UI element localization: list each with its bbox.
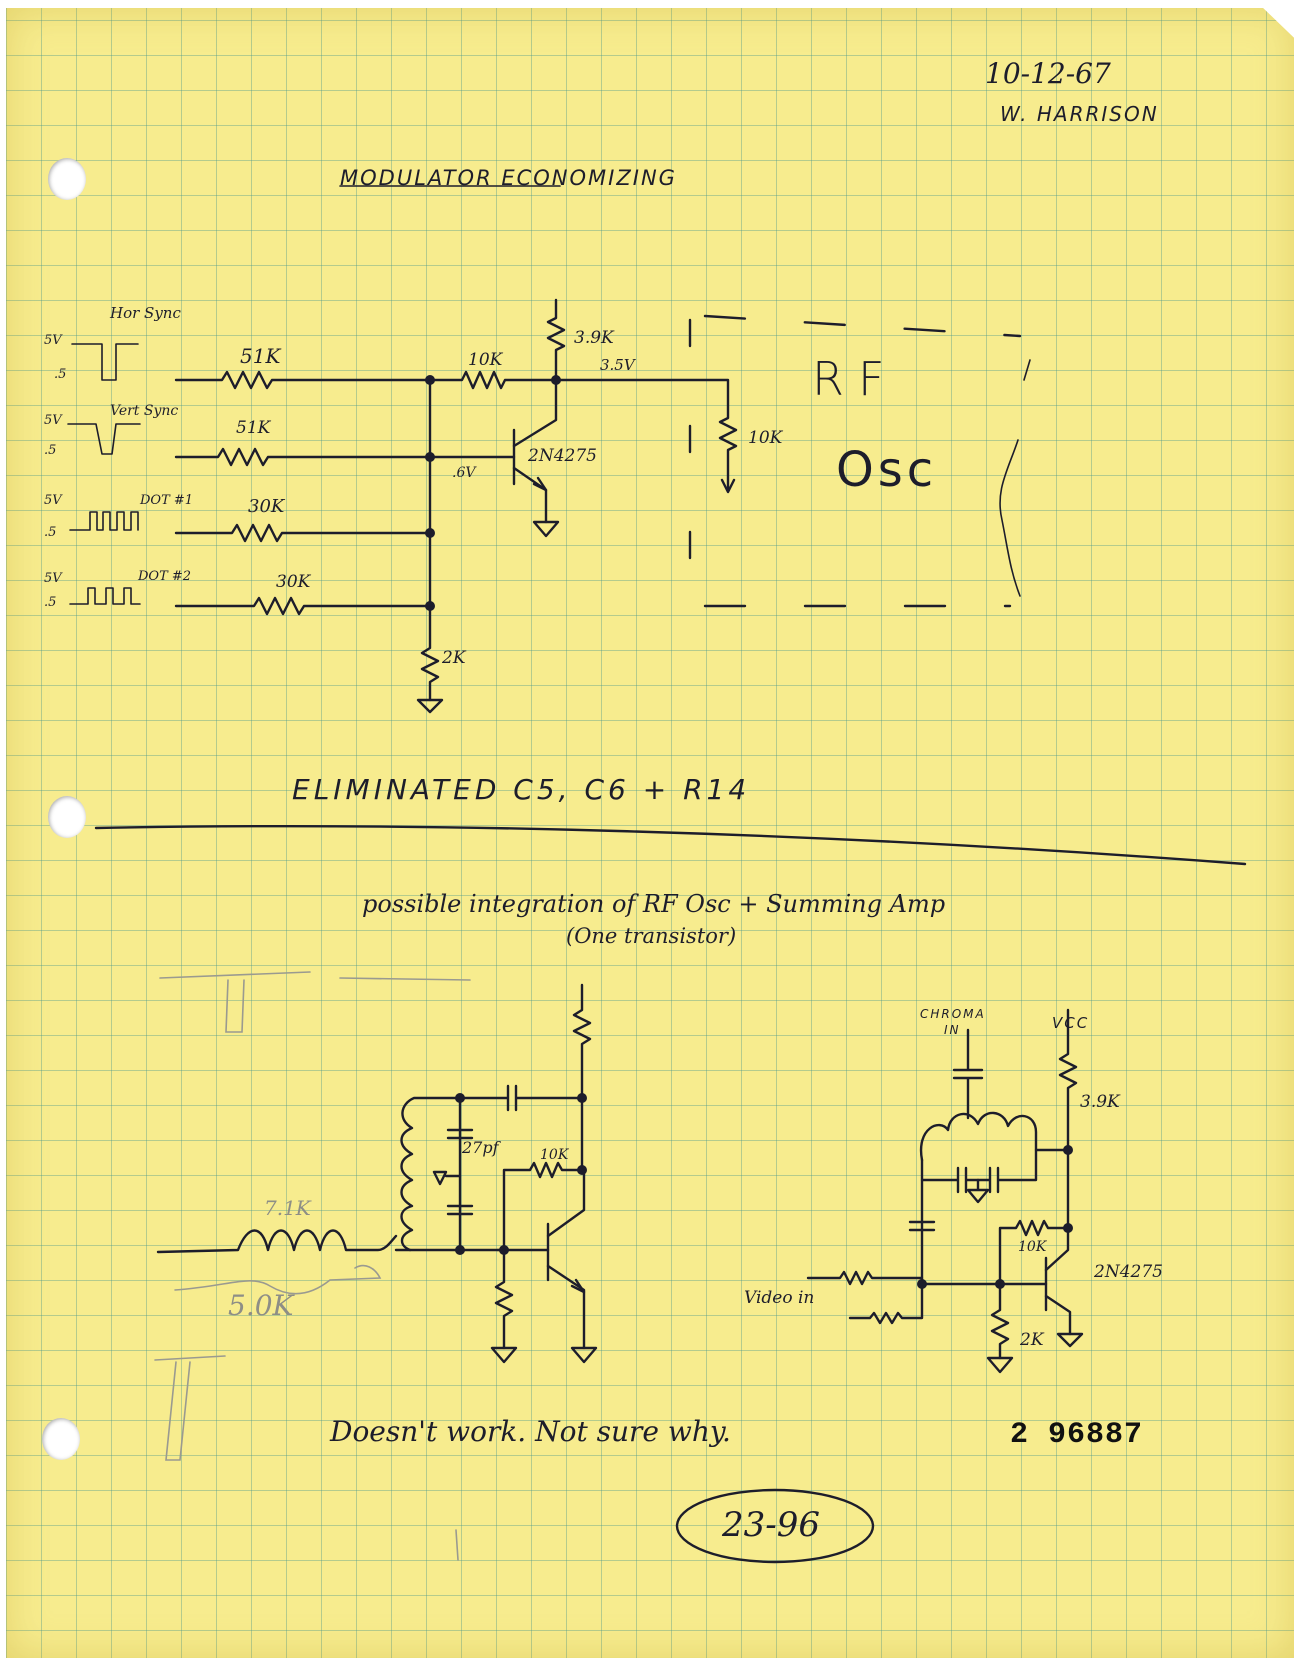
- load-resistor-value: 10K: [748, 428, 783, 448]
- circuit1-input-waveforms: [67, 343, 141, 605]
- dot1-low: .5: [44, 525, 57, 540]
- rf-osc-block: [688, 314, 1031, 612]
- video-in-label: Video in: [744, 1288, 815, 1308]
- circuit2-pencil-sketch: [154, 971, 471, 1561]
- dot1-high: 5V: [44, 493, 62, 508]
- page-title: MODULATOR ECONOMIZING: [340, 166, 677, 190]
- osc-label: Osc: [836, 442, 938, 498]
- dot2-label: DOT #2: [138, 569, 192, 584]
- circuit1-base-resistor: [428, 370, 558, 459]
- base-resistor-value: 10K: [468, 350, 503, 370]
- collector-resistor-value: 3.9K: [574, 328, 614, 348]
- circuit2-schematic: [156, 983, 598, 1364]
- r2-value: 51K: [236, 418, 271, 438]
- circuit1-collector: [546, 298, 738, 494]
- hor-sync-low: .5: [54, 367, 67, 382]
- chroma-in-label-line1: CHROMA: [920, 1007, 986, 1021]
- circuit2-resistor-label: 10K: [540, 1147, 569, 1163]
- circuit1-input-resistors: [174, 370, 432, 616]
- pulldown-resistor-value: 2K: [442, 648, 466, 668]
- circuit1-transistor: [512, 378, 560, 538]
- r1-value: 51K: [240, 344, 281, 368]
- doesnt-work-note: Doesn't work. Not sure why.: [330, 1415, 731, 1448]
- page-number-oval: [675, 1488, 875, 1564]
- date-label: 10-12-67: [985, 57, 1111, 90]
- vert-sync-high: 5V: [44, 413, 62, 428]
- author-label: W. HARRISON: [1000, 102, 1159, 126]
- binder-hole-middle: [48, 796, 86, 838]
- circuit3-feedback-resistor: 10K: [1018, 1239, 1047, 1255]
- circuit1-summing-bus: [416, 375, 444, 714]
- transistor1-label: 2N4275: [528, 446, 597, 466]
- integration-note: possible integration of RF Osc + Summing…: [362, 890, 946, 918]
- collector-voltage: 3.5V: [600, 356, 635, 374]
- circuit3-emitter-resistor: 2K: [1020, 1330, 1044, 1350]
- binder-hole-top: [48, 158, 86, 200]
- page-number: 23-96: [722, 1505, 821, 1545]
- eliminated-note: ELIMINATED C5, C6 + R14: [292, 773, 751, 806]
- binder-hole-bottom: [42, 1418, 80, 1460]
- r3-value: 30K: [248, 496, 285, 517]
- dot1-label: DOT #1: [140, 493, 194, 508]
- vert-sync-label: Vert Sync: [110, 403, 179, 419]
- chroma-in-label-line2: IN: [944, 1023, 961, 1037]
- serial-stamp: 2 96887: [1010, 1418, 1144, 1452]
- vcc-label: VCC: [1052, 1014, 1090, 1032]
- transistor3-label: 2N4275: [1094, 1262, 1163, 1282]
- hor-sync-label: Hor Sync: [110, 304, 181, 322]
- circuit3-schematic: [806, 1008, 1084, 1374]
- pencil-value-upper: 7.1K: [264, 1196, 311, 1220]
- vert-sync-low: .5: [44, 443, 57, 458]
- r4-value: 30K: [276, 572, 311, 592]
- capacitor-27pf-label: 27pf: [462, 1138, 499, 1157]
- section-divider: [94, 824, 1247, 866]
- circuit3-collector-resistor: 3.9K: [1080, 1092, 1120, 1112]
- pencil-value-lower: 5.0K: [228, 1289, 294, 1322]
- one-transistor-note: (One transistor): [566, 924, 737, 948]
- rf-label: RF: [812, 352, 899, 406]
- hor-sync-high: 5V: [44, 333, 62, 348]
- base-voltage: .6V: [452, 465, 476, 481]
- dot2-low: .5: [44, 595, 57, 610]
- dot2-high: 5V: [44, 571, 62, 586]
